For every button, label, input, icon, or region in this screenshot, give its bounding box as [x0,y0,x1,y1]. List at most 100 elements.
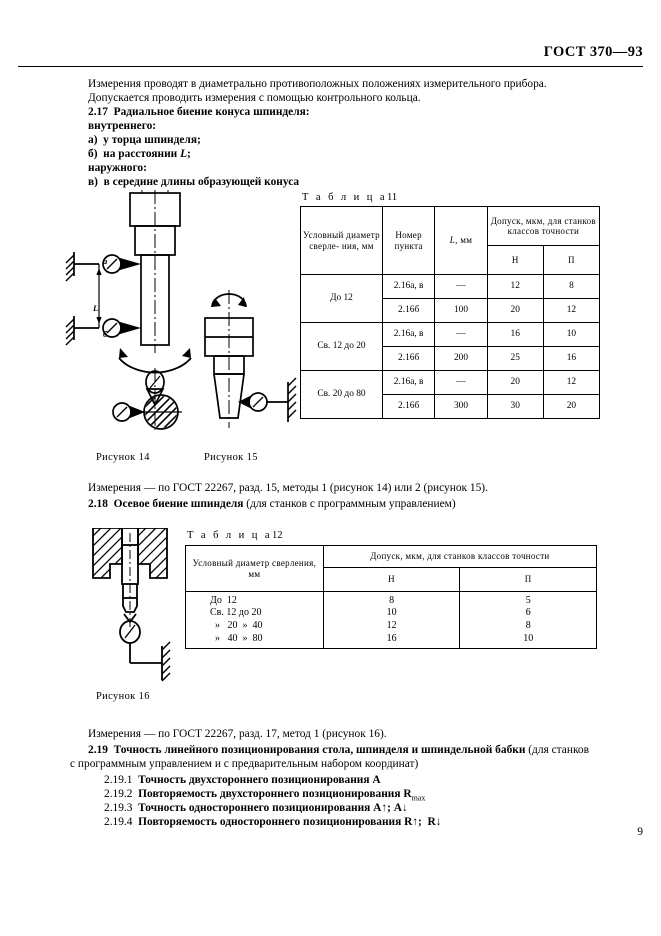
page-title: ГОСТ 370—93 [543,44,643,60]
table-11-cell-p-5: 12 [542,370,601,395]
table-11-cell-length-4: 200 [434,346,488,371]
figure-15-caption: Рисунок 15 [204,452,258,463]
table-12-cell-p-values: 5 6 8 10 [459,591,597,649]
table-11-cell-length-1: — [434,274,488,299]
clause-2-19-4: 2.19.4 Повторяемость одностороннего пози… [104,816,441,830]
table-12-caption: Т а б л и ц а12 [187,530,283,541]
table-11-header-tolerance-group: Допуск, мкм, для станков классов точност… [486,206,601,246]
intro-line-1: Измерения проводят в диаметрально против… [88,78,547,90]
table-row: До 12 2.16а, в — 12 8 [300,274,601,323]
table-row: Св. 12 до 20 2.16а, в — 16 10 [300,322,601,371]
clause-2-18-note: (для станков с программным управлением) [243,498,456,510]
table-11-cell-p-4: 16 [542,346,601,371]
table-11-cell-p-2: 12 [542,298,601,323]
clause-2-19-line-2: с программным управлением и с предварите… [70,758,419,770]
list-item-b: б) на расстоянии L; [88,148,191,162]
clause-2-19-1-title: Точность двухстороннего позиционирования… [138,774,381,786]
table-12-header-class-n: Н [322,567,461,592]
table-11-cell-point-4: 2.16б [381,346,436,371]
table-11-header-row-2: Н П [301,245,601,275]
table-12-header-class-p: П [459,567,597,592]
table-11-cell-n-1: 12 [486,274,544,299]
clause-2-19-4-title: Повторяемость одностороннего позициониро… [138,816,442,828]
table-11-header-row-1: Условный диаметр сверле- ния, мм Номер п… [300,206,601,275]
table-11-cell-point-1: 2.16а, в [381,274,436,299]
table-11-cell-length-5: — [434,370,488,395]
measurement-note-16: Измерения — по ГОСТ 22267, разд. 17, мет… [88,728,387,740]
intro-line-2: Допускается проводить измерения с помощь… [88,92,421,104]
clause-2-19-title: 2.19 Точность линейного позиционирования… [88,744,526,756]
table-11-cell-p-6: 20 [542,394,601,419]
clause-2-19-2: 2.19.2 Повторяемость двухстороннего пози… [104,788,425,805]
table-11: Условный диаметр сверле- ния, мм Номер п… [300,206,601,419]
table-11-cell-n-3: 16 [486,322,544,347]
table-11-cell-point-6: 2.16б [381,394,436,419]
table-11-caption: Т а б л и ц а11 [302,192,397,203]
table-11-cell-length-6: 300 [434,394,488,419]
table-11-cell-n-2: 20 [486,298,544,323]
table-11-cell-point-2: 2.16б [381,298,436,323]
table-11-cell-n-6: 30 [486,394,544,419]
table-11-cell-diameter-3: Св. 20 до 80 [300,370,383,419]
table-row: До 12 Св. 12 до 20 » 20 » 40 » 40 » 80 8… [185,591,597,649]
figure-14-caption: Рисунок 14 [96,452,150,463]
table-11-header-length: L, мм [434,206,488,275]
list-item-a: а) у торца шпинделя; [88,134,201,146]
table-row: 2.16б 300 30 20 [301,394,601,419]
clause-2-19-note: (для станков [525,744,589,756]
table-11-cell-length-3: — [434,322,488,347]
clause-2-17-heading: 2.17 Радиальное биение конуса шпинделя: [88,106,310,118]
clause-2-19-3-number: 2.19.3 [104,802,139,814]
table-11-cell-diameter-2: Св. 12 до 20 [300,322,383,371]
clause-2-18-title: 2.18 Осевое биение шпинделя [88,498,244,510]
header-divider [18,66,643,67]
clause-2-19: 2.19 Точность линейного позиционирования… [88,744,589,758]
table-12-caption-label: Т а б л и ц а [187,530,272,541]
table-11-cell-n-5: 20 [486,370,544,395]
table-11-header-class-n: Н [486,245,544,275]
table-12: Условный диаметр сверления, мм Допуск, м… [185,545,598,649]
table-12-cell-diameter-list: До 12 Св. 12 до 20 » 20 » 40 » 40 » 80 [185,591,324,649]
table-12-caption-number: 12 [271,530,283,541]
subheading-internal: внутреннего: [88,120,157,132]
table-11-cell-length-2: 100 [434,298,488,323]
table-12-header-row-1: Условный диаметр сверления, мм Допуск, м… [185,545,598,592]
table-11-cell-p-3: 10 [542,322,601,347]
measurement-note-15: Измерения — по ГОСТ 22267, разд. 15, мет… [88,482,488,494]
clause-2-19-3-title: Точность одностороннего позиционирования… [138,802,408,814]
table-11-cell-diameter-1: До 12 [300,274,383,323]
table-11-header-length-symbol: L [449,235,456,246]
table-12-diameter-values: До 12 Св. 12 до 20 » 20 » 40 » 40 » 80 [210,594,263,644]
clause-2-19-1-number: 2.19.1 [104,774,139,786]
table-11-header-point: Номер пункта [381,206,436,275]
table-11-body: До 12 2.16а, в — 12 8 2.16б 100 20 12 Св… [300,274,601,419]
table-row: 2.16б 100 20 12 [301,298,601,323]
figure-16-caption: Рисунок 16 [96,691,150,702]
table-11-caption-number: 11 [386,192,398,203]
clause-2-19-4-number: 2.19.4 [104,816,139,828]
table-11-cell-n-4: 25 [486,346,544,371]
table-11-header-diameter: Условный диаметр сверле- ния, мм [300,206,383,275]
subheading-external: наружного: [88,162,147,174]
clause-2-19-2-number: 2.19.2 [104,788,139,800]
table-11-caption-label: Т а б л и ц а [302,192,387,203]
table-11-header-length-unit: , мм [455,235,473,246]
figure-14-label-L: L [93,303,99,313]
list-item-b-variable: L [180,148,188,160]
clause-2-19-3: 2.19.3 Точность одностороннего позициони… [104,802,408,816]
figure-14-label-b: б [103,329,108,339]
page-number: 9 [637,826,643,838]
list-item-b-post: ; [187,148,191,160]
table-12-header-row-2: Н П [186,567,597,592]
table-11-header-class-p: П [542,245,601,275]
clause-2-19-2-subscript: max [411,793,426,803]
table-12-cell-n-values: 8 10 12 16 [322,591,461,649]
figure-14-15-drawing [65,190,297,430]
table-row: Св. 20 до 80 2.16а, в — 20 12 [300,370,601,419]
clause-2-19-2-title: Повторяемость двухстороннего позициониро… [138,788,412,800]
figure-16-drawing [92,528,171,682]
table-11-cell-p-1: 8 [542,274,601,299]
table-12-header-tolerance-group: Допуск, мкм, для станков классов точност… [322,545,598,568]
clause-2-19-1: 2.19.1 Точность двухстороннего позициони… [104,774,381,788]
table-11-cell-point-3: 2.16а, в [381,322,436,347]
